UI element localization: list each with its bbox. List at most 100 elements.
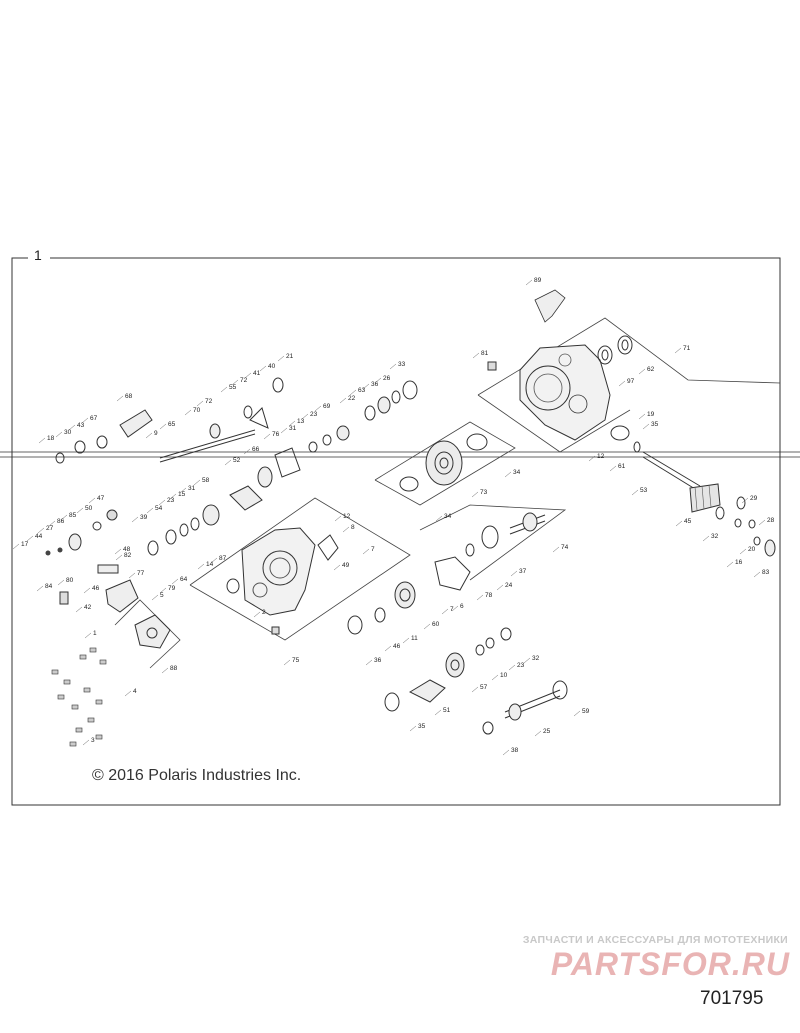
leader-line <box>124 690 132 697</box>
leader-line <box>75 606 83 613</box>
leader-line <box>502 749 510 756</box>
callout-97: 97 <box>627 378 635 385</box>
gear-stack-lower <box>147 485 263 556</box>
callout-21: 21 <box>286 353 294 360</box>
callout-77: 77 <box>137 570 145 577</box>
callout-42: 42 <box>84 604 92 611</box>
ring-gear <box>399 433 488 492</box>
leader-line <box>196 400 204 407</box>
callout-43: 43 <box>77 422 85 429</box>
callout-22: 22 <box>348 395 356 402</box>
bolt <box>75 727 83 733</box>
callout-72: 72 <box>240 377 248 384</box>
leader-line <box>161 667 169 674</box>
callout-33: 33 <box>398 361 406 368</box>
callout-39: 39 <box>140 514 148 521</box>
leader-line <box>758 519 766 526</box>
leader-line <box>37 527 45 534</box>
callout-19: 19 <box>647 411 655 418</box>
callout-83: 83 <box>762 569 770 576</box>
leader-line <box>159 587 167 594</box>
callout-89: 89 <box>534 277 542 284</box>
leader-line <box>83 587 91 594</box>
leader-line <box>334 515 342 522</box>
callout-59: 59 <box>582 708 590 715</box>
leader-line <box>573 710 581 717</box>
bolt <box>69 741 77 747</box>
bolt <box>71 704 79 710</box>
leader-line <box>314 405 322 412</box>
leader-line <box>552 546 560 553</box>
leader-line <box>365 659 373 666</box>
callout-67: 67 <box>90 415 98 422</box>
callout-15: 15 <box>178 491 186 498</box>
callout-88: 88 <box>170 665 178 672</box>
callout-37: 37 <box>519 568 527 575</box>
left-hardware <box>45 509 119 605</box>
bolt <box>99 659 107 665</box>
leader-line <box>82 739 90 746</box>
bolt <box>95 734 103 740</box>
leader-line <box>146 507 154 514</box>
leader-line <box>171 578 179 585</box>
callout-69: 69 <box>323 403 331 410</box>
outer-frame <box>11 257 781 806</box>
callout-27: 27 <box>46 525 54 532</box>
callout-81: 81 <box>481 350 489 357</box>
leader-line <box>210 557 218 564</box>
callout-31: 31 <box>188 485 196 492</box>
leader-line <box>631 489 639 496</box>
leader-line <box>84 632 92 639</box>
diagram-number: 1 <box>34 247 42 263</box>
leader-line <box>510 570 518 577</box>
callout-55: 55 <box>229 384 237 391</box>
callout-35: 35 <box>651 421 659 428</box>
leader-line <box>349 389 357 396</box>
transmission-case-right <box>519 344 611 441</box>
leader-line <box>224 459 232 466</box>
callout-75: 75 <box>292 657 300 664</box>
watermark-tagline: ЗАПЧАСТИ И АКСЕССУАРЫ ДЛЯ МОТОТЕХНИКИ <box>522 934 788 946</box>
callout-7: 7 <box>371 546 375 553</box>
leader-line <box>197 563 205 570</box>
input-shaft <box>465 512 546 557</box>
callout-12: 12 <box>597 453 605 460</box>
plug-81 <box>487 361 497 371</box>
gasket-49 <box>317 534 339 561</box>
callout-5: 5 <box>160 592 164 599</box>
callout-18: 18 <box>47 435 55 442</box>
leader-line <box>441 608 449 615</box>
leader-line <box>753 571 761 578</box>
leader-line <box>523 657 531 664</box>
leader-line <box>609 465 617 472</box>
callout-41: 41 <box>253 370 261 377</box>
shift-drum <box>55 409 153 464</box>
leader-line <box>88 497 96 504</box>
callout-40: 40 <box>268 363 276 370</box>
leader-line <box>114 548 122 555</box>
copyright-notice: © 2016 Polaris Industries Inc. <box>92 767 302 784</box>
leader-line <box>434 709 442 716</box>
leader-line <box>151 594 159 601</box>
callout-78: 78 <box>485 592 493 599</box>
leader-line <box>115 554 123 561</box>
callout-50: 50 <box>85 505 93 512</box>
leader-line <box>362 383 370 390</box>
leader-line <box>57 579 65 586</box>
leader-line <box>638 413 646 420</box>
callout-52: 52 <box>233 457 241 464</box>
leader-line <box>36 585 44 592</box>
callout-17: 17 <box>21 541 29 548</box>
leader-line <box>374 377 382 384</box>
leader-line <box>179 487 187 494</box>
figure-id: 701795 <box>700 988 764 1009</box>
callout-3: 3 <box>91 737 95 744</box>
gasket-78 <box>434 556 471 591</box>
leader-line <box>48 520 56 527</box>
bolt <box>95 699 103 705</box>
leader-line <box>508 664 516 671</box>
callout-82: 82 <box>124 552 132 559</box>
transmission-case-left <box>226 527 316 635</box>
mount-bracket <box>534 289 566 323</box>
leader-line <box>169 493 177 500</box>
